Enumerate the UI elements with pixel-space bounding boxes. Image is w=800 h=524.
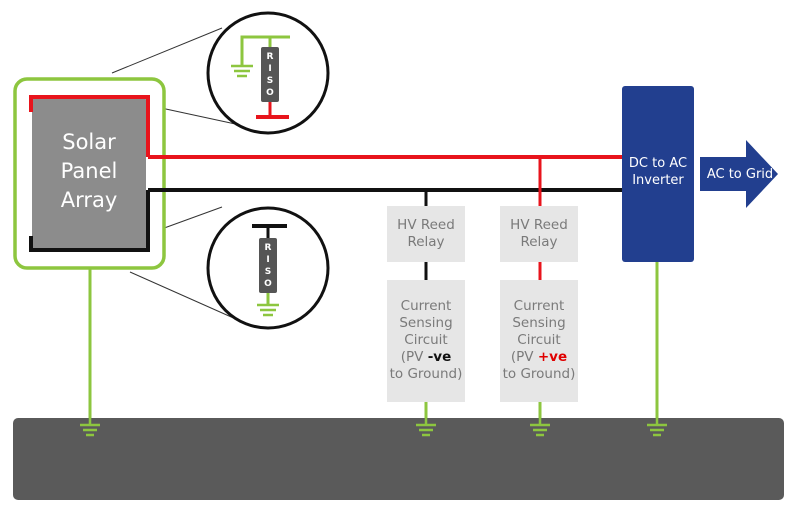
riso-top-letter-i: I	[268, 64, 272, 74]
inverter-label-line1: DC to AC	[628, 156, 688, 171]
sensing-box-neg	[387, 280, 465, 402]
sensing-pos-line1: Current	[513, 298, 565, 314]
solar-panel-label-line2: Panel	[60, 159, 118, 183]
sensing-pos-line4: (PV +ve	[500, 349, 578, 366]
sensing-neg-line1: Current	[400, 298, 452, 314]
relay-box-pos	[500, 206, 578, 262]
ground-symbol-inverter	[647, 418, 667, 437]
sensing-neg-line4: (PV -ve	[387, 349, 465, 366]
riso-zoom-bottom	[206, 206, 330, 330]
relay-pos-label-line2: Relay	[520, 234, 558, 250]
sensing-neg-line3: Circuit	[404, 332, 448, 348]
ac-grid-label: AC to Grid	[706, 167, 774, 182]
sensing-neg-label: Current Sensing Circuit (PV -ve to Groun…	[387, 298, 465, 383]
inverter-label-line2: Inverter	[632, 173, 684, 188]
riso-bottom-letter-o: O	[264, 279, 272, 289]
riso-top-letter-r: R	[266, 52, 274, 62]
sensing-neg-line5: to Ground)	[389, 366, 463, 382]
sensing-pos-polarity: +ve	[537, 349, 568, 365]
riso-top-letter-o: O	[266, 88, 274, 98]
sensing-pos-label: Current Sensing Circuit (PV +ve to Groun…	[500, 298, 578, 383]
sensing-box-pos	[500, 280, 578, 402]
riso-bottom-letter-r: R	[264, 243, 272, 253]
ground-symbol-sensing-neg	[416, 418, 436, 437]
solar-panel-label: Solar Panel Array	[33, 128, 145, 215]
relay-neg-label: HV Reed Relay	[387, 217, 465, 251]
negative-wire-panel-edge	[29, 190, 150, 252]
solar-panel-label-line1: Solar	[62, 130, 116, 154]
sensing-pos-line3: Circuit	[517, 332, 561, 348]
ground-symbol-sensing-pos	[530, 418, 550, 437]
sensing-pos-line2: Sensing	[512, 315, 566, 331]
sensing-neg-line2: Sensing	[399, 315, 453, 331]
sensing-pos-line4-prefix: (PV	[510, 349, 538, 365]
solar-panel-array	[32, 97, 146, 250]
riso-bottom-letter-i: I	[266, 255, 270, 265]
sensing-pos-line5: to Ground)	[502, 366, 576, 382]
riso-bottom-letter-s: S	[264, 267, 272, 277]
sensing-neg-line4-prefix: (PV	[400, 349, 428, 365]
relay-neg-label-line1: HV Reed	[397, 217, 455, 233]
ac-grid-arrow	[700, 140, 778, 208]
inverter-label: DC to AC Inverter	[622, 155, 694, 189]
inverter-box	[622, 86, 694, 262]
riso-zoom-top	[206, 11, 330, 135]
relay-pos-label-line1: HV Reed	[510, 217, 568, 233]
relay-box-neg	[387, 206, 465, 262]
solar-panel-label-line3: Array	[60, 188, 118, 212]
relay-neg-label-line2: Relay	[407, 234, 445, 250]
relay-pos-label: HV Reed Relay	[500, 217, 578, 251]
positive-wire-panel-edge	[29, 95, 150, 157]
ground-plane	[13, 418, 784, 500]
sensing-neg-polarity: -ve	[427, 349, 452, 365]
ground-symbol-panel	[80, 418, 100, 437]
riso-top-letter-s: S	[266, 76, 274, 86]
